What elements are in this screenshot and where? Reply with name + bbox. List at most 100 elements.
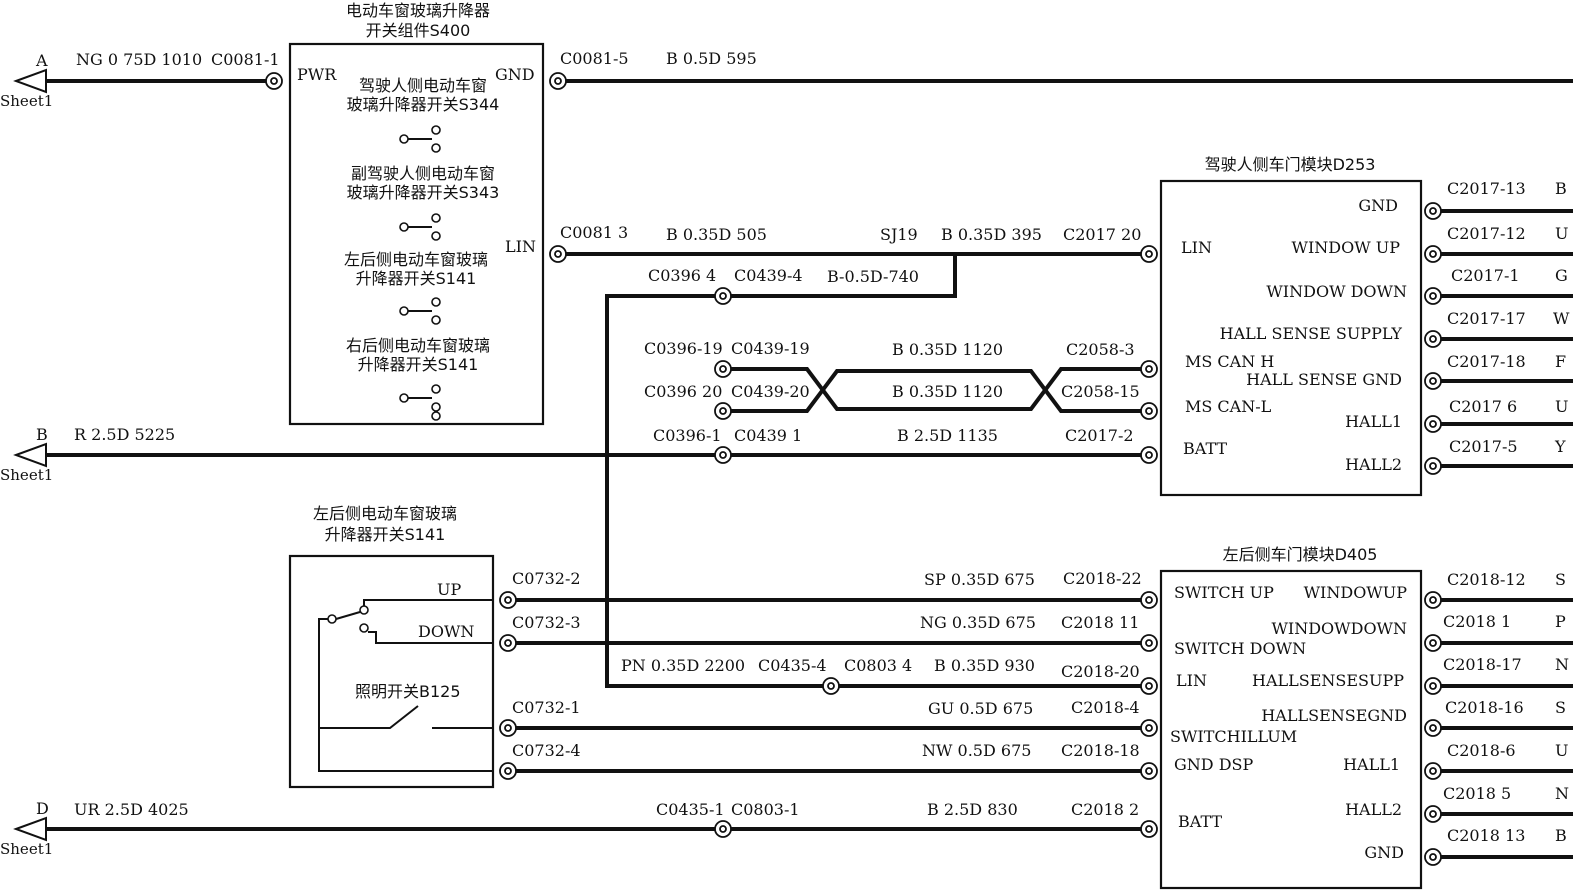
wire-label: NG 0 75D 1010: [76, 50, 202, 69]
connector-label: C2018 11: [1061, 613, 1139, 632]
wire-tag: U: [1555, 741, 1568, 760]
wire-tag: Y: [1554, 437, 1566, 456]
connector-label: C0396-19: [644, 339, 723, 358]
connector-pin: [1140, 360, 1158, 378]
connector-label: C2058-15: [1061, 382, 1140, 401]
switch-s344-label2: 玻璃升降器开关S344: [347, 95, 500, 114]
wire-labels: NG 0 75D 1010 C0081-1 C0081-5 B 0.5D 595…: [74, 49, 1570, 845]
wire-label: B 2.5D 1135: [897, 426, 998, 445]
s400-title-line2: 开关组件S400: [366, 21, 471, 40]
wire-label: PN 0.35D 2200: [621, 656, 745, 675]
connector-pin: [1424, 287, 1442, 305]
wire-tag: G: [1555, 266, 1568, 285]
d405-wup-label: WINDOWUP: [1304, 583, 1408, 602]
connector-label: C2017 6: [1449, 397, 1517, 416]
connector-label: C0803 4: [844, 656, 912, 675]
connector-pin: [1140, 446, 1158, 464]
connector-pin: [1424, 457, 1442, 475]
connector-pin: [1424, 719, 1442, 737]
connector-label: C0435-4: [758, 656, 827, 675]
connector-pin: [549, 245, 567, 263]
wire-tag: S: [1555, 570, 1566, 589]
connector-pin: [1424, 372, 1442, 390]
wire-label: NG 0.35D 675: [920, 613, 1036, 632]
wire-label: R 2.5D 5225: [74, 425, 175, 444]
connector-pin: [1424, 330, 1442, 348]
connector-label: C2018-4: [1071, 698, 1140, 717]
splice-label: SJ19: [880, 225, 918, 244]
connector-label: C0732-1: [512, 698, 581, 717]
d405-hss-label: HALLSENSESUPP: [1252, 671, 1404, 690]
connector-label: C0439-19: [731, 339, 810, 358]
wire-label: B-0.5D-740: [827, 267, 919, 286]
wire-label: GU 0.5D 675: [928, 699, 1033, 718]
offpage-letter: A: [35, 51, 48, 70]
connector-pin: [1424, 245, 1442, 263]
connector-label: C0732-3: [512, 613, 581, 632]
d253-hss-label: HALL SENSE SUPPLY: [1220, 324, 1403, 343]
s400-pwr-label: PWR: [297, 65, 337, 84]
d253-batt-label: BATT: [1183, 439, 1227, 458]
d253-gnd-label: GND: [1358, 196, 1398, 215]
offpage-arrow-d: D Sheet1: [0, 799, 53, 858]
wire-label: B 0.35D 505: [666, 225, 767, 244]
connector-pin: [1140, 762, 1158, 780]
connector-pin: [1424, 677, 1442, 695]
connector-pin: [1424, 415, 1442, 433]
s141-down-label: DOWN: [418, 622, 474, 641]
switch-s141-right-symbol: [399, 384, 441, 412]
connector-label: C2017-2: [1065, 426, 1134, 445]
d253-hsg-label: HALL SENSE GND: [1246, 370, 1402, 389]
d253-lin-label: LIN: [1181, 238, 1212, 257]
connector-pin: [499, 762, 517, 780]
connector-pin: [1424, 762, 1442, 780]
wire-tag: P: [1555, 612, 1566, 631]
switch-s141: 左后侧电动车窗玻璃 升降器开关S141 UP DOWN 照明开关B125: [288, 504, 495, 789]
connector-label: C2018-17: [1443, 655, 1522, 674]
connector-label: C0439 1: [734, 426, 802, 445]
module-d253: 驾驶人侧车门模块D253 LIN MS CAN H MS CAN-L BATT …: [1159, 155, 1423, 497]
s141-illum-label: 照明开关B125: [355, 682, 461, 701]
connector-label: C0396-1: [653, 426, 722, 445]
connector-label: C2018-22: [1063, 569, 1142, 588]
module-d405: 左后侧车门模块D405 SWITCH UP SWITCH DOWN LIN SW…: [1159, 545, 1423, 890]
d405-batt-label: BATT: [1178, 812, 1222, 831]
connector-label: C2017 20: [1063, 225, 1141, 244]
connector-pin: [265, 72, 283, 90]
connector-label: C2018-18: [1061, 741, 1140, 760]
connector-pin: [499, 634, 517, 652]
offpage-sheet: Sheet1: [0, 466, 53, 484]
d253-hall1-label: HALL1: [1345, 412, 1402, 431]
connector-pin: [714, 287, 732, 305]
connector-pin: [714, 360, 732, 378]
offpage-letter: D: [36, 799, 49, 818]
d405-gnd-label: GND: [1364, 843, 1404, 862]
wire-label: NW 0.5D 675: [922, 741, 1031, 760]
wire-tag: N: [1555, 655, 1569, 674]
s141-title-line2: 升降器开关S141: [325, 525, 446, 544]
connector-label: C2018 2: [1071, 800, 1139, 819]
d405-hall1-label: HALL1: [1343, 755, 1400, 774]
d253-wdown-label: WINDOW DOWN: [1266, 282, 1407, 301]
s400-lin-label: LIN: [505, 237, 536, 256]
d405-swdown-label: SWITCH DOWN: [1174, 639, 1306, 658]
wire-label: UR 2.5D 4025: [74, 800, 189, 819]
switch-s344-symbol: [399, 125, 441, 153]
wire-tag: B: [1555, 826, 1567, 845]
connector-label: C0081-1: [211, 50, 280, 69]
s400-title-line1: 电动车窗玻璃升降器: [346, 1, 490, 20]
connector-pin: [1140, 820, 1158, 838]
connector-label: C0081-5: [560, 49, 629, 68]
connector-pin: [549, 72, 567, 90]
d253-mscanl-label: MS CAN-L: [1185, 397, 1272, 416]
connector-pin: [1140, 245, 1158, 263]
connector-pin: [1424, 202, 1442, 220]
d405-hall2-label: HALL2: [1345, 800, 1402, 819]
switch-s141-left-label1: 左后侧电动车窗玻璃: [344, 250, 488, 269]
switch-s141-left-symbol: [399, 297, 441, 325]
connector-label: C0803-1: [731, 800, 800, 819]
connector-pin: [1140, 591, 1158, 609]
offpage-sheet: Sheet1: [0, 92, 53, 110]
connector-pin: [1424, 848, 1442, 866]
wire-label: B 0.35D 395: [941, 225, 1042, 244]
